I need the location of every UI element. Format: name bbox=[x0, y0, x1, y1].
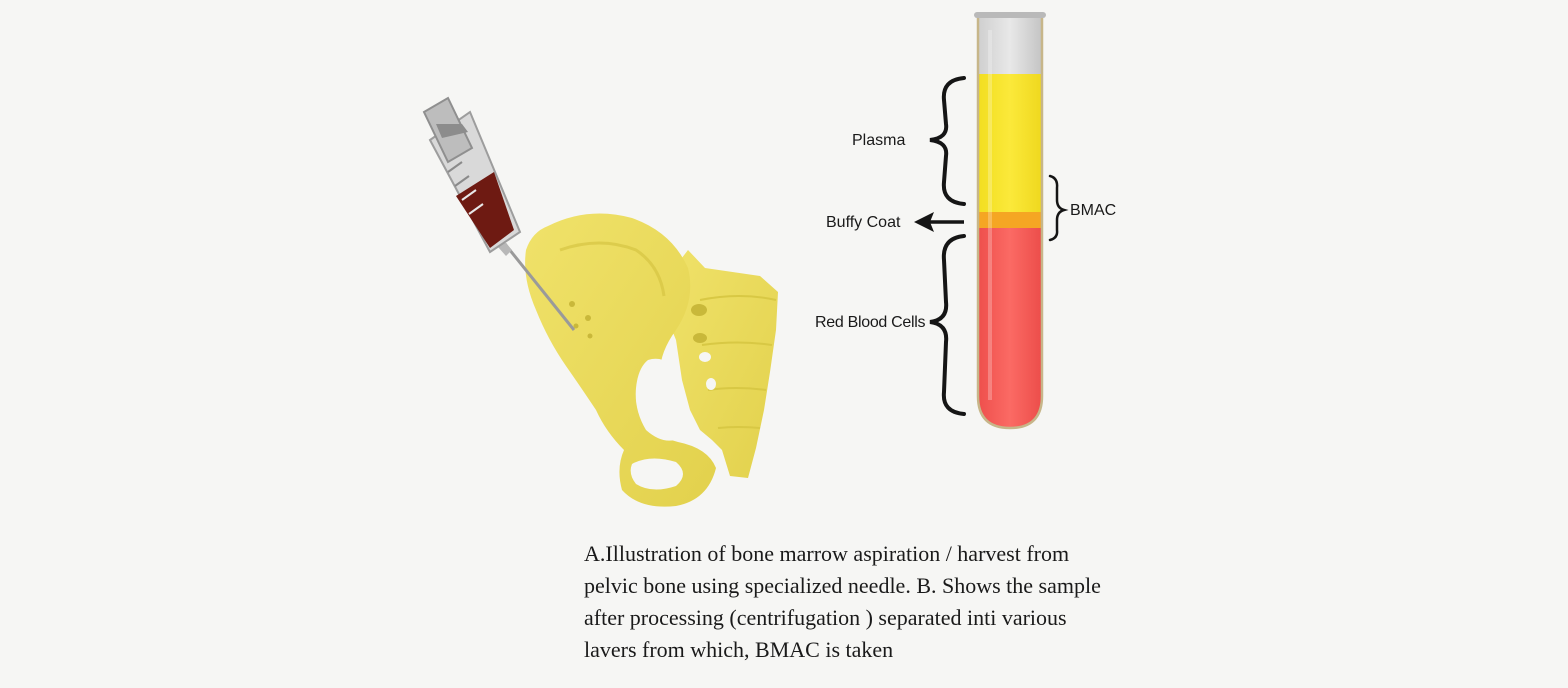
plasma-brace bbox=[929, 76, 966, 206]
caption-line: lavers from which, BMAC is taken bbox=[584, 637, 894, 662]
rbc-brace bbox=[929, 234, 966, 416]
aspirate-fill bbox=[456, 172, 514, 248]
syringe bbox=[422, 96, 576, 331]
bmac-brace bbox=[1048, 174, 1069, 242]
buffy-coat-layer bbox=[978, 212, 1042, 228]
tube-empty-glass bbox=[978, 16, 1042, 76]
caption-line: pelvic bone using specialized needle. B.… bbox=[584, 573, 1101, 598]
figure-caption: A.Illustration of bone marrow aspiration… bbox=[584, 538, 1184, 666]
test-tube bbox=[974, 12, 1046, 430]
red-blood-cells-label: Red Blood Cells bbox=[815, 314, 926, 331]
buffy-coat-arrow bbox=[914, 212, 964, 232]
caption-line: A.Illustration of bone marrow aspiration… bbox=[584, 541, 1070, 566]
buffy-coat-label: Buffy Coat bbox=[826, 214, 901, 231]
needle bbox=[503, 243, 576, 331]
plasma-layer bbox=[978, 74, 1042, 212]
plasma-label: Plasma bbox=[852, 132, 906, 149]
red-blood-cells-layer bbox=[978, 228, 1042, 428]
tube-rim bbox=[974, 12, 1046, 18]
pelvic-bone bbox=[525, 213, 778, 507]
caption-line: after processing (centrifugation ) separ… bbox=[584, 605, 1067, 630]
bmac-label: BMAC bbox=[1070, 202, 1117, 219]
ilium bbox=[525, 213, 716, 507]
